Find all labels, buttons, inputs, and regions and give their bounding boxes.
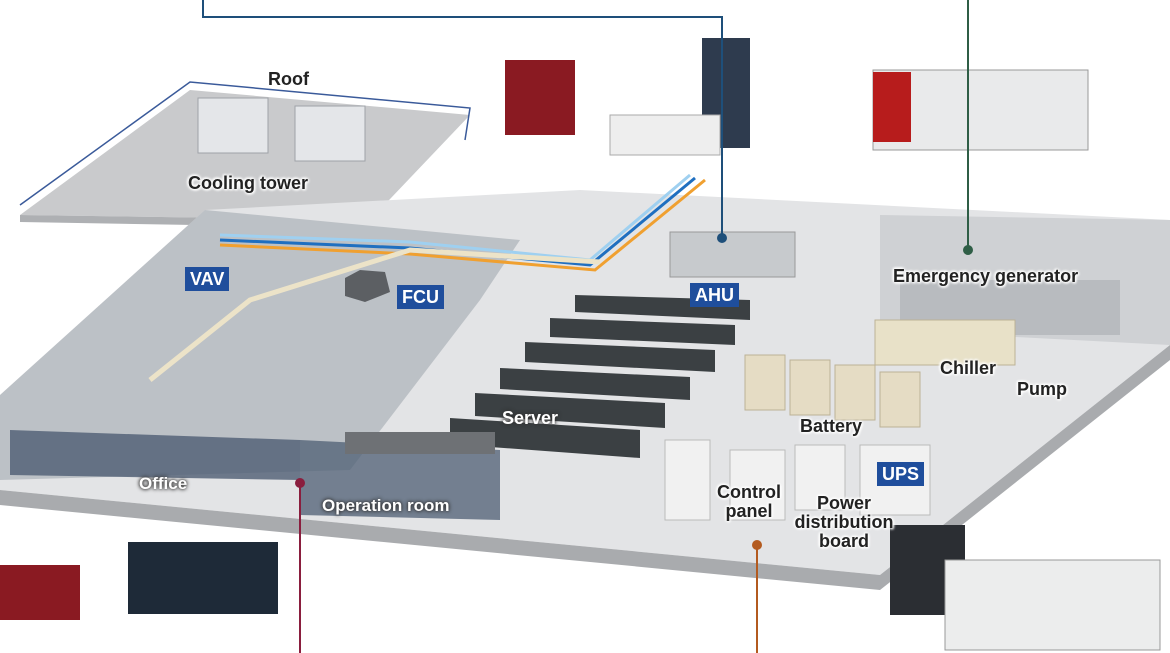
- badge-ups: UPS: [877, 462, 925, 486]
- label-chiller: Chiller: [940, 358, 997, 378]
- label-emergency-generator: Emergency generator: [893, 266, 1079, 286]
- label-server: Server: [502, 408, 559, 428]
- fcu-unit: [345, 270, 390, 302]
- office-area: [0, 210, 520, 480]
- badge-vav: VAV: [185, 267, 230, 291]
- operation-room-displays: [345, 432, 495, 454]
- cooling-tower-unit: [294, 105, 366, 162]
- label-pump: Pump: [1017, 379, 1068, 399]
- label-office: Office: [139, 474, 188, 493]
- server-racks: [450, 295, 750, 458]
- label-cooling-tower: Cooling tower: [188, 173, 308, 193]
- office-floor: [10, 430, 300, 480]
- label-power-distribution-board: Power distribution board: [794, 493, 894, 551]
- product-monitors: [128, 542, 278, 614]
- product-breakers: [944, 559, 1161, 651]
- chiller: [874, 319, 1016, 366]
- label-roof: Roof: [268, 69, 309, 89]
- label-battery: Battery: [800, 416, 863, 436]
- battery-cabinets: [744, 354, 921, 428]
- label-operation-room: Operation room: [322, 496, 450, 515]
- cooling-tower-unit: [197, 97, 269, 154]
- badge-ahu: AHU: [690, 283, 739, 307]
- operation-room-floor: [300, 440, 500, 520]
- product-plc-red: [505, 60, 575, 135]
- connector-line-hvac: [202, 0, 723, 238]
- badge-fcu: FCU: [397, 285, 444, 309]
- label-control-panel: Control panel: [717, 482, 781, 521]
- product-plc-red: [0, 565, 80, 620]
- ahu-unit: [669, 231, 796, 278]
- product-controller: [609, 114, 721, 156]
